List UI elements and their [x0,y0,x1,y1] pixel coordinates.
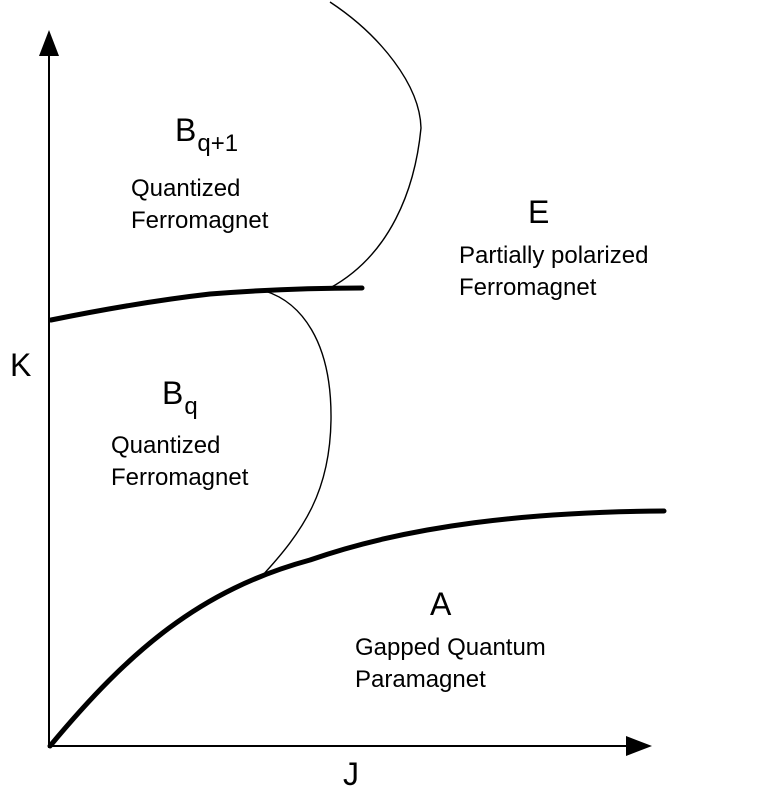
region-e-description: Partially polarized Ferromagnet [459,240,648,304]
region-e-symbol: E [528,194,550,230]
region-bq-line1: Quantized [111,432,221,459]
region-bq-subscript: q [184,393,198,420]
region-bq1-description: Quantized Ferromagnet [131,173,268,237]
region-a-line1: Gapped Quantum [355,634,546,661]
k-axis-label: K [10,347,32,383]
region-bq-line2: Ferromagnet [111,464,249,491]
boundary-bq-to-bq1 [48,285,365,323]
boundary-a-to-ferromagnet [47,508,667,749]
boundary-bq-to-e [259,290,332,579]
region-bq1-line2: Ferromagnet [131,207,269,234]
k-axis-arrowhead [39,30,59,56]
region-a-description: Gapped Quantum Paramagnet [355,632,546,696]
region-bq1-letter: B [175,112,197,148]
j-axis-label: J [343,756,359,792]
region-bq1-subscript: q+1 [197,130,239,157]
region-e-line2: Ferromagnet [459,274,597,301]
j-axis-arrowhead [626,736,652,756]
region-bq-symbol: Bq [162,375,198,419]
region-bq1-symbol: Bq+1 [175,112,238,156]
region-a-symbol: A [430,586,452,622]
region-bq-description: Quantized Ferromagnet [111,430,248,494]
region-bq-letter: B [162,375,184,411]
region-e-line1: Partially polarized [459,242,649,269]
boundary-bq1-to-e [329,1,422,289]
region-bq1-line1: Quantized [131,175,241,202]
region-a-line2: Paramagnet [355,666,486,693]
